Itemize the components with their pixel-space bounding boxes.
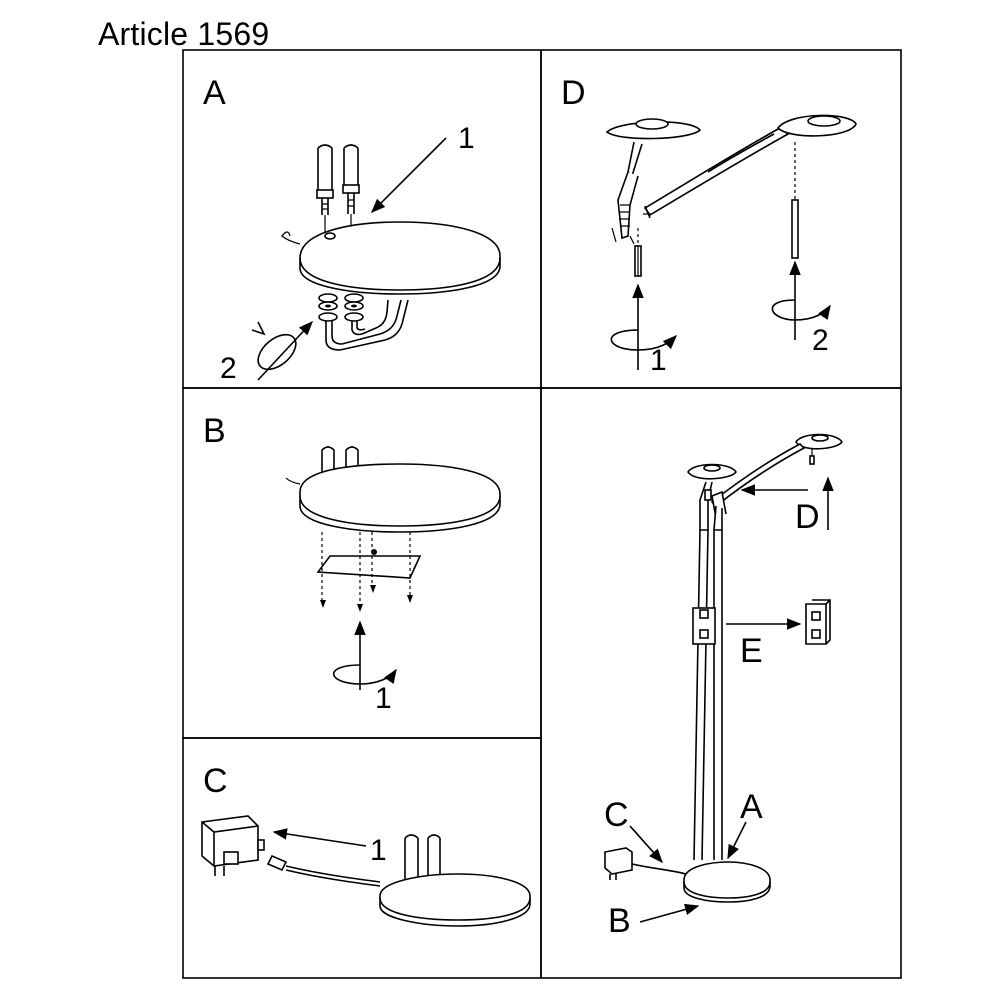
arrow-a	[727, 821, 747, 860]
mounting-plate	[316, 532, 422, 604]
rotation-indicator	[332, 664, 397, 685]
reading-arm	[643, 127, 790, 219]
panel-d-label: D	[561, 74, 586, 112]
panel-c-label: C	[203, 762, 228, 800]
label-e: E	[740, 632, 763, 670]
arrow-c	[629, 825, 663, 864]
label-c: C	[604, 796, 629, 834]
rotation-indicators	[610, 299, 831, 351]
panel-b-label: B	[203, 412, 226, 450]
cable	[266, 854, 381, 887]
switch-rods	[632, 142, 801, 370]
document-title: Article 1569	[98, 16, 270, 52]
callout-1: 1	[650, 344, 667, 377]
base-disc	[379, 834, 531, 927]
callout-2: 2	[220, 352, 237, 385]
callout-1: 1	[458, 122, 475, 155]
label-a: A	[740, 788, 763, 826]
panel-a: A	[203, 74, 501, 385]
callout-2: 2	[812, 324, 829, 357]
panel-overview: D E C A B	[604, 433, 843, 940]
right-lamp-head	[776, 114, 857, 137]
arrow-callout-1	[272, 828, 367, 847]
base-disc	[285, 463, 501, 533]
panel-a-label: A	[203, 74, 226, 112]
power-adapter	[201, 815, 265, 876]
screws	[320, 585, 413, 612]
label-b: B	[608, 902, 631, 940]
washers-and-cables	[318, 293, 409, 351]
label-d: D	[795, 498, 820, 536]
arrow-callout-1	[370, 137, 447, 214]
base-disc	[281, 221, 501, 295]
small-power-adapter	[604, 847, 687, 880]
arrow-b	[639, 903, 700, 923]
callout-1: 1	[375, 682, 392, 715]
left-lamp-head	[605, 118, 702, 245]
rotation-indicator	[251, 320, 313, 381]
floor-lamp	[683, 433, 843, 903]
clip-part-e	[805, 599, 831, 645]
panel-b: B 1	[203, 412, 501, 715]
pole-ends	[316, 144, 360, 238]
callout-1: 1	[370, 834, 387, 867]
panel-frames	[182, 49, 902, 979]
panel-c: C 1	[201, 762, 531, 927]
panel-d: D	[561, 74, 857, 377]
